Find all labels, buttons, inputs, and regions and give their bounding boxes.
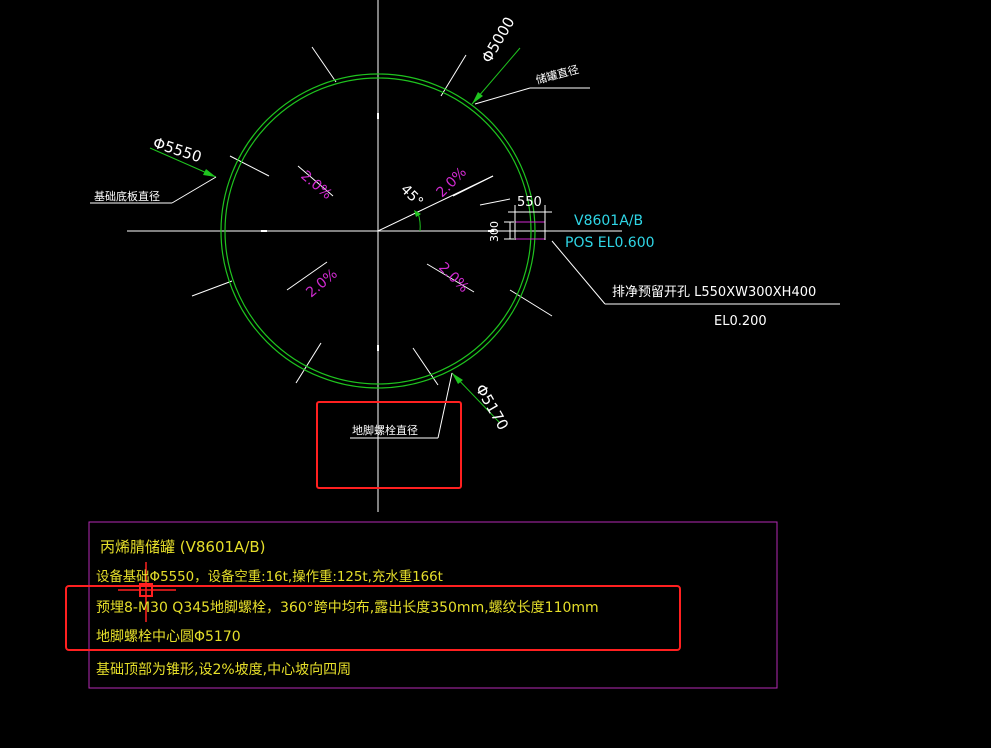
opening-desc: 排净预留开孔 L550XW300XH400 (612, 285, 816, 300)
note-line-4: 地脚螺栓中心圆Φ5170 (96, 629, 241, 645)
note-line-3: 预埋8-M30 Q345地脚螺栓，360°跨中均布,露出长度350mm,螺纹长度… (96, 600, 599, 616)
angle-text: 45° (397, 182, 426, 211)
opening-el: EL0.200 (714, 314, 767, 329)
slope-text-4: 2.0% (435, 260, 471, 296)
bolt-diameter-text: Φ5170 (472, 381, 513, 433)
bolt-diameter-label: 地脚螺栓直径 (352, 423, 418, 437)
opening-pos: POS EL0.600 (565, 235, 655, 251)
bolt-marks (261, 113, 494, 351)
angle-arrow (414, 210, 421, 217)
base-diameter-leader (90, 147, 217, 204)
note-line-5: 基础顶部为锥形,设2%坡度,中心坡向四周 (96, 661, 351, 678)
tank-diameter-label: 储罐直径 (534, 62, 580, 87)
note-line-2: 设备基础Φ5550，设备空重:16t,操作重:125t,充水重166t (96, 568, 443, 585)
radial-ticks (191, 46, 553, 386)
tank-diameter-leader (471, 47, 590, 105)
tank-circle (224, 77, 532, 385)
bolt-diameter-leader (350, 372, 501, 439)
opening-height-text: 300 (488, 221, 501, 242)
slope-text-3: 2.0% (303, 266, 341, 301)
slope-arrows (286, 165, 494, 293)
note-frame (88, 521, 778, 689)
base-diameter-text: Φ5550 (151, 134, 204, 167)
note-line-1: 丙烯腈储罐 (V8601A/B) (100, 538, 266, 556)
drain-opening[interactable] (504, 205, 840, 305)
highlight-box-bolt (316, 401, 462, 489)
tank-diameter-text: Φ5000 (478, 14, 519, 66)
angle-arc (417, 212, 421, 232)
base-diameter-label: 基础底板直径 (94, 189, 160, 203)
opening-width-text: 550 (517, 195, 542, 210)
opening-tag: V8601A/B (574, 213, 643, 229)
cursor-icon (118, 562, 176, 622)
highlight-box-notes (65, 585, 681, 651)
circles (220, 73, 536, 389)
base-circle (220, 73, 536, 389)
slope-text-1: 2.0% (297, 168, 335, 203)
